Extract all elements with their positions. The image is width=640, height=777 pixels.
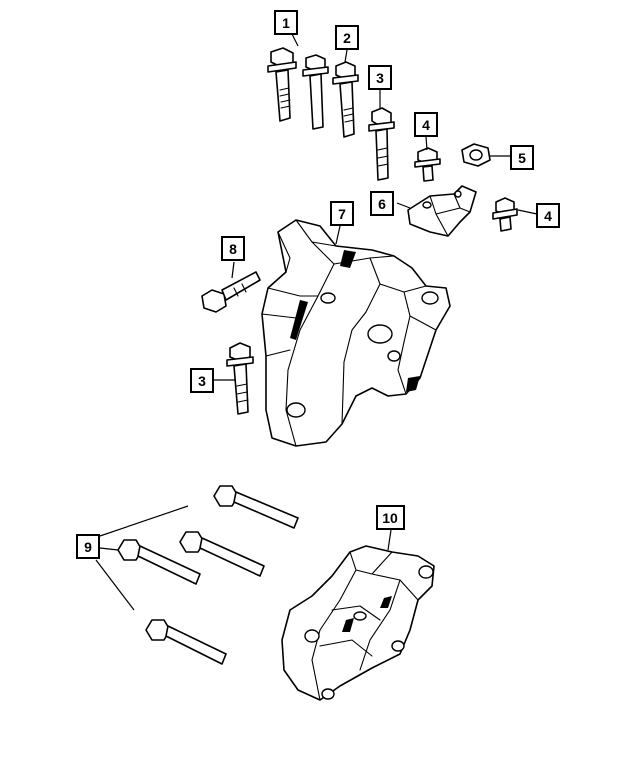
bolt-8 xyxy=(201,271,261,313)
svg-text:5: 5 xyxy=(518,150,526,166)
bolt-1b xyxy=(302,54,329,130)
callout-7: 7 xyxy=(330,201,354,226)
engine-mount-7 xyxy=(261,219,451,447)
leader-lines xyxy=(95,33,538,611)
callout-9: 9 xyxy=(76,534,100,559)
bracket-6 xyxy=(407,185,477,237)
callout-1: 1 xyxy=(274,10,298,35)
callout-6: 6 xyxy=(370,191,394,216)
callout-8: 8 xyxy=(221,236,245,261)
callout-3-lower: 3 xyxy=(190,368,214,393)
svg-text:3: 3 xyxy=(376,70,384,86)
bolt-4-upper xyxy=(414,147,441,182)
bolt-1a xyxy=(267,47,297,122)
nut-5 xyxy=(461,143,491,167)
svg-text:4: 4 xyxy=(422,117,430,133)
bolt-9d xyxy=(145,619,227,665)
bolt-9a xyxy=(213,485,299,529)
callout-4-upper: 4 xyxy=(414,112,438,137)
callout-4-right: 4 xyxy=(536,203,560,228)
svg-text:8: 8 xyxy=(229,241,237,257)
callout-5: 5 xyxy=(510,145,534,170)
bolt-4-right xyxy=(492,197,518,232)
svg-text:2: 2 xyxy=(343,30,351,46)
bolt-3-lower xyxy=(226,342,254,415)
svg-text:3: 3 xyxy=(198,373,206,389)
svg-text:10: 10 xyxy=(382,510,398,526)
callout-3-upper: 3 xyxy=(368,65,392,90)
svg-text:4: 4 xyxy=(544,208,552,224)
bolt-2 xyxy=(332,61,359,138)
callout-2: 2 xyxy=(335,25,359,50)
svg-text:9: 9 xyxy=(84,539,92,555)
svg-text:7: 7 xyxy=(338,206,346,222)
bolt-3-upper xyxy=(368,107,395,181)
svg-text:1: 1 xyxy=(282,15,290,31)
callout-10: 10 xyxy=(376,505,405,530)
bolt-9b xyxy=(117,539,201,585)
bolt-9c xyxy=(179,531,265,577)
mount-bracket-10 xyxy=(281,545,435,701)
svg-text:6: 6 xyxy=(378,196,386,212)
